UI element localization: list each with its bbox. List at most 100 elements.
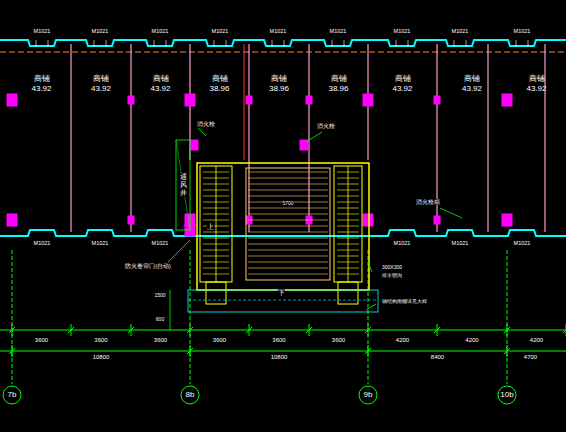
- column: [502, 94, 512, 106]
- dimension: 8400: [431, 354, 444, 361]
- dimension: 5700: [282, 201, 293, 207]
- canopy-line: [188, 300, 378, 301]
- shop-room: 商铺43.92: [392, 74, 412, 94]
- partition-wall: [248, 44, 249, 232]
- column: [128, 216, 134, 224]
- shop-room: 商铺43.92: [91, 74, 111, 94]
- door-leaf: [226, 40, 227, 47]
- column: [7, 94, 17, 106]
- escalator-step: [248, 178, 328, 179]
- note: 排水明沟: [382, 273, 402, 279]
- escalator-step: [248, 220, 328, 221]
- partition-wall: [70, 44, 71, 232]
- stair-rail: [348, 166, 349, 282]
- shaft-cross: [176, 140, 190, 230]
- dim-tick: [434, 327, 440, 333]
- dimension: 10800: [93, 354, 110, 361]
- column: [434, 216, 440, 224]
- escalator-step: [248, 196, 328, 197]
- shop-room: 商铺43.92: [462, 74, 482, 94]
- escalator-step: [248, 214, 328, 215]
- dimension: 4200: [465, 337, 478, 344]
- door-leaf: [332, 40, 333, 47]
- partition-wall: [487, 44, 488, 232]
- room-label: 商铺: [150, 74, 170, 84]
- partition-wall: [544, 44, 545, 232]
- vent-shaft: [176, 140, 190, 230]
- axis-line: [507, 250, 508, 384]
- shop-room: 商铺38.96: [209, 74, 229, 94]
- dim-tick: [246, 327, 252, 333]
- shaft-label: 通风井: [180, 173, 187, 196]
- stair-right: [334, 166, 362, 282]
- stair-left: [200, 166, 232, 282]
- dimension: 600: [156, 317, 164, 323]
- axis-line: [190, 250, 191, 384]
- escalator-step: [248, 268, 328, 269]
- dimension: 4700: [524, 354, 537, 361]
- escalator-step: [248, 274, 328, 275]
- escalator-step: [248, 184, 328, 185]
- dim-tick: [187, 348, 193, 354]
- door-tag: M1021: [394, 240, 411, 246]
- door-tag: M1021: [92, 28, 109, 34]
- door-tag: M1021: [452, 240, 469, 246]
- door-tag: M1021: [452, 28, 469, 34]
- room-label: 43.92: [462, 84, 482, 94]
- shop-room: 商铺38.96: [328, 74, 348, 94]
- escalator-step: [248, 172, 328, 173]
- room-label: 43.92: [392, 84, 412, 94]
- door-leaf: [214, 40, 215, 47]
- door-leaf: [94, 40, 95, 47]
- dim-line: [0, 351, 566, 352]
- column: [7, 214, 17, 226]
- room-label: 43.92: [31, 84, 51, 94]
- dimension: 3600: [154, 337, 167, 344]
- column: [246, 96, 252, 104]
- door-tag: M1021: [152, 28, 169, 34]
- stair-direction: 下: [278, 289, 285, 297]
- door-leaf: [528, 40, 529, 47]
- dim-line: [170, 290, 171, 330]
- room-label: 商铺: [31, 74, 51, 84]
- shop-room: 商铺43.92: [31, 74, 51, 94]
- dim-tick: [187, 327, 193, 333]
- escalator-step: [248, 244, 328, 245]
- leader: [198, 128, 206, 136]
- door-leaf: [466, 40, 467, 47]
- note: 消火栓: [197, 121, 215, 127]
- room-label: 43.92: [91, 84, 111, 94]
- dim-tick: [563, 327, 566, 333]
- dim-tick: [504, 327, 510, 333]
- dim-tick: [9, 348, 15, 354]
- escalator-step: [248, 190, 328, 191]
- landing: [338, 282, 358, 304]
- column: [185, 94, 195, 106]
- door-tag: M1021: [212, 28, 229, 34]
- escalator-step: [248, 208, 328, 209]
- door-leaf: [396, 40, 397, 47]
- axis-bubble: 8b: [180, 385, 200, 405]
- column: [363, 214, 373, 226]
- leader: [368, 262, 372, 272]
- escalator-step: [248, 232, 328, 233]
- door-leaf: [36, 40, 37, 47]
- dim-tick: [365, 348, 371, 354]
- partition-wall: [244, 44, 245, 160]
- column: [502, 214, 512, 226]
- note: 300X300: [382, 265, 402, 271]
- door-leaf: [516, 40, 517, 47]
- axis-line: [12, 250, 13, 384]
- axis-number: 7b: [8, 390, 17, 400]
- room-label: 43.92: [150, 84, 170, 94]
- dimension: 3600: [272, 337, 285, 344]
- dimension: 10800: [271, 354, 288, 361]
- column: [434, 96, 440, 104]
- dim-tick: [9, 327, 15, 333]
- room-label: 43.92: [526, 84, 546, 94]
- door-tag: M1021: [270, 28, 287, 34]
- dim-line: [0, 330, 566, 331]
- leader: [168, 240, 190, 262]
- partition-wall: [308, 44, 309, 232]
